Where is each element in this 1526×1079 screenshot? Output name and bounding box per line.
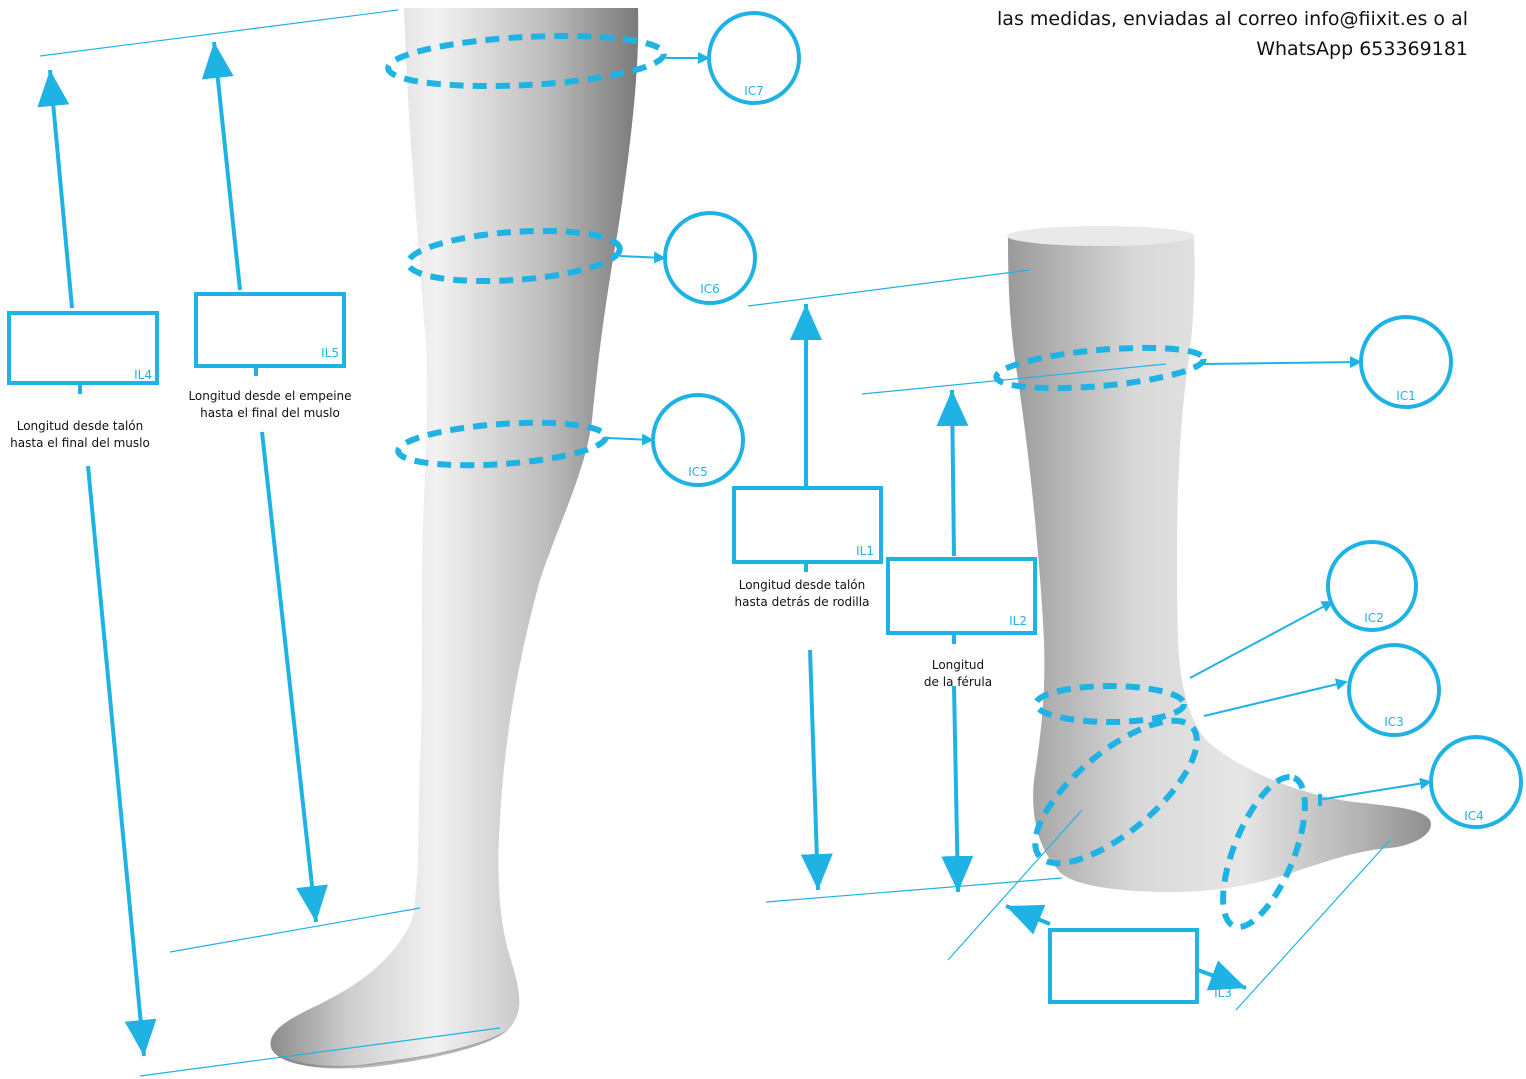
il5-arrow-up [214, 42, 240, 290]
ic5-label: IC5 [688, 465, 708, 479]
il4-description-line-1: Longitud desde talón [0, 418, 160, 435]
il2-arrow-up [952, 390, 954, 556]
il4-description-line-2: hasta el final del muslo [0, 435, 160, 452]
il5-description-line-2: hasta el final del muslo [180, 405, 360, 422]
header-instructions: las medidas, enviadas al correo info@fii… [768, 4, 1468, 64]
il5-description: Longitud desde el empeine hasta el final… [180, 388, 360, 422]
il4-label: IL4 [134, 368, 152, 382]
ic2-label: IC2 [1364, 611, 1384, 625]
ic1-label: IC1 [1396, 389, 1416, 403]
ic3-label: IC3 [1384, 715, 1404, 729]
il1-description: Longitud desde talón hasta detrás de rod… [712, 577, 892, 611]
il5-description-line-1: Longitud desde el empeine [180, 388, 360, 405]
il1-description-line-1: Longitud desde talón [712, 577, 892, 594]
il4-arrow-down [88, 466, 144, 1056]
header-line-2: WhatsApp 653369181 [768, 34, 1468, 64]
il5-arrow-down [262, 432, 316, 922]
il3-arrow-left [1006, 906, 1050, 924]
il5-label: IL5 [321, 346, 339, 360]
il4-arrow-up [50, 70, 72, 308]
reference-lines [40, 10, 1390, 1076]
il1-label: IL1 [856, 544, 874, 558]
il3-label: IL3 [1214, 986, 1232, 1000]
il1-arrow-down [810, 650, 818, 890]
il3-box[interactable] [1050, 930, 1197, 1002]
il2-arrow-down [954, 686, 958, 892]
ic7-label: IC7 [744, 84, 764, 98]
il2-description: Longitud de la férula [888, 657, 1028, 691]
il2-description-line-2: de la férula [888, 674, 1028, 691]
full-leg-illustration [271, 8, 639, 1069]
il1-description-line-2: hasta detrás de rodilla [712, 594, 892, 611]
ic6-label: IC6 [700, 282, 720, 296]
il2-label: IL2 [1009, 614, 1027, 628]
il4-description: Longitud desde talón hasta el final del … [0, 418, 160, 452]
ic4-label: IC4 [1464, 809, 1484, 823]
il2-description-line-1: Longitud [888, 657, 1028, 674]
header-line-1: las medidas, enviadas al correo info@fii… [768, 4, 1468, 34]
